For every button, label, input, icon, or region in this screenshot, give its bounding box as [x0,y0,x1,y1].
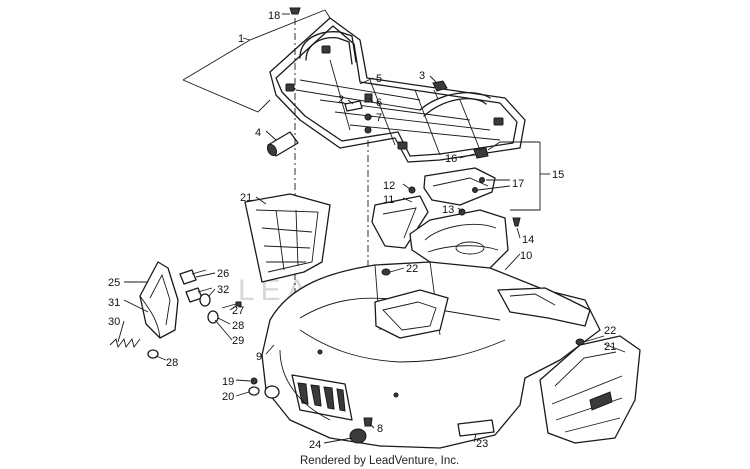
callout-22-right: 22 [604,325,616,337]
footer-credit: Rendered by LeadVenture, Inc. [300,455,459,467]
callout-24: 24 [309,439,321,451]
callout-2: 2 [338,94,344,106]
nut-13 [458,208,466,216]
callout-25: 25 [108,277,120,289]
screw-18 [289,7,301,15]
callout-7: 7 [376,112,382,124]
nut-12 [408,186,416,194]
callout-11: 11 [383,194,394,206]
screw-17a [479,177,485,183]
callout-23: 23 [476,438,488,450]
rack-washer-7b [364,126,372,134]
callout-21-right: 21 [604,341,616,353]
front-body [261,261,601,449]
callout-8: 8 [377,423,383,435]
callout-9: 9 [256,351,262,363]
rack-bolt-6 [364,93,373,103]
screw-14 [512,217,521,227]
callouts: 1 2 3 4 5 6 7 8 9 10 11 12 13 14 15 16 1… [108,10,616,451]
fastener-22a [381,268,391,276]
rack-grip [266,131,299,157]
callout-15: 15 [552,169,564,181]
side-panel-left [244,193,331,283]
front-rack [269,17,526,163]
callout-1: 1 [238,33,244,45]
callout-31: 31 [108,297,120,309]
callout-18: 18 [268,10,280,22]
screw-19 [250,377,258,385]
callout-28-left: 28 [166,357,178,369]
callout-22-left: 22 [406,263,418,275]
fastener-22b [575,338,585,346]
callout-4: 4 [255,127,261,139]
bolts-26 [179,269,213,303]
callout-6: 6 [376,97,382,109]
callout-10: 10 [520,250,532,262]
side-panel-right [539,335,641,444]
callout-14: 14 [522,234,534,246]
headlight-housing [139,261,179,339]
callout-20: 20 [222,391,234,403]
callout-26: 26 [217,268,229,280]
callout-29: 29 [232,335,244,347]
grommet-32 [199,293,211,307]
rack-nut [432,80,448,100]
washer-28 [147,349,159,359]
callout-28-right: 28 [232,320,244,332]
callout-5: 5 [376,73,382,85]
dash-cover [371,195,509,271]
washer-20 [248,386,260,396]
callout-27: 27 [232,305,244,317]
callout-32: 32 [217,284,229,296]
callout-12: 12 [383,180,395,192]
rack-washer-7 [364,113,372,121]
callout-19: 19 [222,376,234,388]
callout-16: 16 [445,153,457,165]
leader-lines [117,9,626,444]
screw-17b [472,187,478,193]
storage-lid [423,147,496,206]
callout-13: 13 [442,204,454,216]
decal-23 [457,419,495,437]
spring-30 [109,337,141,349]
callout-21-left: 21 [240,192,252,204]
callout-17: 17 [512,178,524,190]
decal-part [344,100,363,112]
callout-3: 3 [419,70,425,82]
callout-30: 30 [108,316,120,328]
screw-27 [221,303,237,309]
